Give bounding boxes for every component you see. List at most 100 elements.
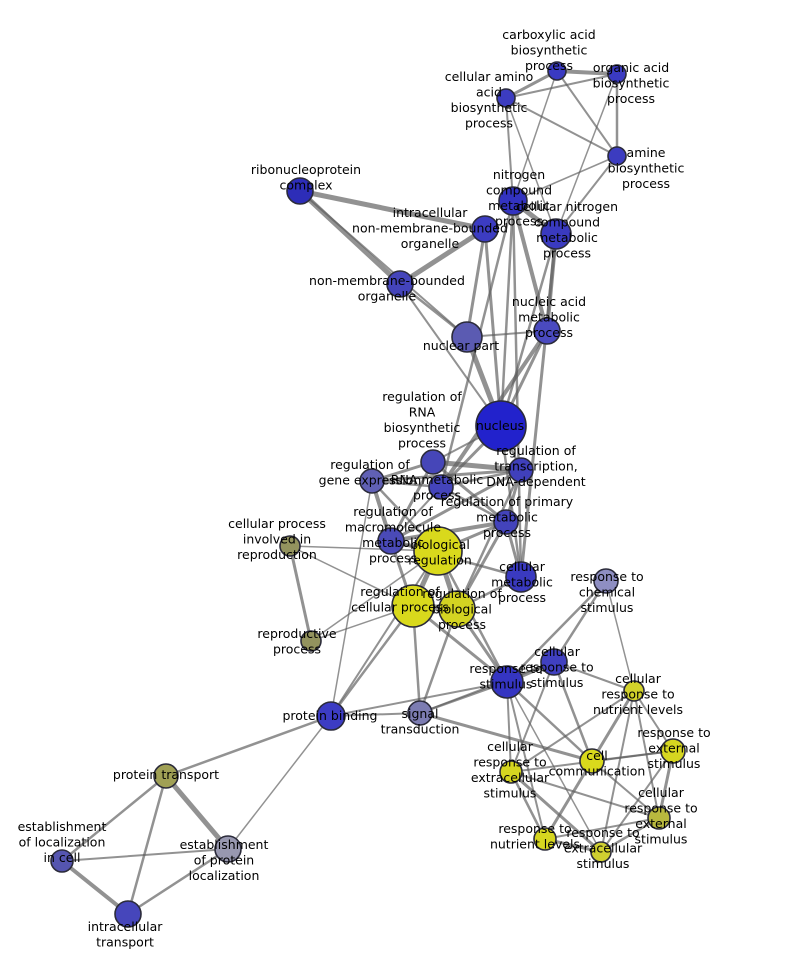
node-cellular-nitrogen-compound-metabolic-process[interactable] — [540, 218, 572, 250]
edge-protein-transport--establishment-of-protein-localization[interactable] — [163, 773, 231, 852]
node-reproductive-process[interactable] — [300, 630, 322, 652]
edge-response-to-extracellular-stimulus--cellular-response-to-extracellular-stimulus[interactable] — [509, 770, 603, 854]
edge-establishment-of-localization-in-cell--intracellular-transport[interactable] — [60, 859, 130, 916]
node-intracellular-transport[interactable] — [114, 900, 142, 928]
node-establishment-of-protein-localization[interactable] — [214, 835, 242, 863]
node-regulation-of-primary-metabolic-process[interactable] — [493, 509, 519, 535]
edge-response-to-stimulus--cell-communication[interactable] — [505, 680, 594, 763]
node-intracellular-non-membrane-bounded-organelle[interactable] — [471, 215, 499, 243]
edge-protein-binding--establishment-of-protein-localization[interactable] — [227, 715, 332, 850]
node-cellular-process-involved-in-reproduction[interactable] — [279, 535, 301, 557]
edge-amine-biosynthetic-process--nitrogen-compound-metabolic-process[interactable] — [512, 155, 618, 202]
edge-cellular-nitrogen-compound-metabolic-process--cellular-metabolic-process[interactable] — [519, 232, 558, 579]
edge-regulation-of-transcription-dna-dependent--regulation-of-biological-process[interactable] — [455, 468, 523, 611]
node-response-to-external-stimulus[interactable] — [660, 738, 686, 764]
node-cellular-response-to-stimulus[interactable] — [540, 648, 568, 676]
edge-cellular-nitrogen-compound-metabolic-process--nucleus[interactable] — [499, 232, 558, 428]
edge-non-membrane-bounded-organelle--nucleus[interactable] — [399, 283, 502, 427]
edge-organic-acid-biosynthetic-process--cellular-amino-acid-biosynthetic-process[interactable] — [505, 73, 618, 99]
node-protein-transport[interactable] — [153, 763, 179, 789]
node-regulation-of-rna-biosynthetic-process[interactable] — [420, 449, 446, 475]
edge-cellular-response-to-nutrient-levels--response-to-extracellular-stimulus[interactable] — [600, 690, 635, 853]
node-rna-metabolic-process[interactable] — [428, 474, 454, 500]
edge-regulation-of-rna-biosynthetic-process--regulation-of-macromolecule-metabolic-process[interactable] — [389, 460, 435, 543]
node-response-to-stimulus[interactable] — [490, 665, 524, 699]
edge-cellular-response-to-stimulus--cell-communication[interactable] — [552, 660, 594, 763]
edge-cellular-process-involved-in-reproduction--reproductive-process[interactable] — [288, 544, 313, 643]
edge-cellular-response-to-stimulus--cellular-response-to-extracellular-stimulus[interactable] — [510, 661, 555, 773]
node-signal-transduction[interactable] — [407, 700, 433, 726]
edge-response-to-chemical-stimulus--cellular-response-to-nutrient-levels[interactable] — [605, 580, 635, 692]
edge-response-to-nutrient-levels--cellular-response-to-extracellular-stimulus[interactable] — [509, 770, 547, 841]
edge-regulation-of-transcription-dna-dependent--regulation-of-macromolecule-metabolic-process[interactable] — [389, 468, 523, 543]
edge-cellular-amino-acid-biosynthetic-process--cellular-nitrogen-compound-metabolic-process[interactable] — [505, 97, 557, 235]
edge-protein-transport--establishment-of-localization-in-cell[interactable] — [60, 774, 168, 863]
node-cellular-response-to-external-stimulus[interactable] — [647, 806, 671, 830]
edge-cell-communication--response-to-external-stimulus[interactable] — [591, 750, 674, 762]
edge-cellular-process-involved-in-reproduction--regulation-of-cellular-process[interactable] — [289, 545, 414, 607]
node-establishment-of-localization-in-cell[interactable] — [50, 849, 74, 873]
edge-cellular-response-to-nutrient-levels--cellular-response-to-extracellular-stimulus[interactable] — [510, 690, 635, 773]
edge-ribonucleoprotein-complex--intracellular-non-membrane-bounded-organelle[interactable] — [297, 188, 488, 232]
edge-cell-communication--cellular-response-to-external-stimulus[interactable] — [591, 760, 660, 819]
edge-amine-biosynthetic-process--cellular-nitrogen-compound-metabolic-process[interactable] — [555, 155, 618, 235]
edge-organic-acid-biosynthetic-process--cellular-nitrogen-compound-metabolic-process[interactable] — [555, 73, 618, 235]
edge-protein-binding--response-to-stimulus[interactable] — [330, 681, 508, 717]
edge-protein-binding--signal-transduction[interactable] — [330, 712, 421, 717]
edge-response-to-stimulus--response-to-extracellular-stimulus[interactable] — [506, 681, 602, 853]
edge-reproductive-process--biological-regulation[interactable] — [310, 550, 439, 642]
node-non-membrane-bounded-organelle[interactable] — [386, 270, 414, 298]
edge-response-to-stimulus--response-to-chemical-stimulus[interactable] — [505, 579, 608, 684]
edge-protein-binding--regulation-of-cellular-process[interactable] — [329, 604, 415, 718]
edge-ribonucleoprotein-complex--nuclear-part[interactable] — [299, 190, 468, 338]
edge-carboxylic-acid-biosynthetic-process--nitrogen-compound-metabolic-process[interactable] — [512, 70, 558, 202]
node-response-to-nutrient-levels[interactable] — [533, 827, 557, 851]
edge-intracellular-non-membrane-bounded-organelle--non-membrane-bounded-organelle[interactable] — [397, 226, 488, 287]
edge-cellular-amino-acid-biosynthetic-process--amine-biosynthetic-process[interactable] — [505, 97, 618, 157]
edge-nitrogen-compound-metabolic-process--nucleic-acid-metabolic-process[interactable] — [511, 199, 549, 333]
edge-intracellular-non-membrane-bounded-organelle--nucleus[interactable] — [483, 227, 503, 428]
edge-nitrogen-compound-metabolic-process--cellular-metabolic-process[interactable] — [511, 199, 523, 579]
edge-signal-transduction--cell-communication[interactable] — [418, 711, 594, 763]
node-carboxylic-acid-biosynthetic-process[interactable] — [547, 61, 567, 81]
node-nitrogen-compound-metabolic-process[interactable] — [498, 186, 528, 216]
node-cellular-response-to-nutrient-levels[interactable] — [623, 680, 645, 702]
node-cellular-response-to-extracellular-stimulus[interactable] — [499, 760, 523, 784]
edge-response-to-stimulus--response-to-nutrient-levels[interactable] — [506, 681, 546, 840]
edge-response-to-nutrient-levels--cellular-response-to-external-stimulus[interactable] — [544, 817, 660, 840]
edge-nitrogen-compound-metabolic-process--nucleus[interactable] — [499, 199, 515, 428]
node-cell-communication[interactable] — [579, 748, 605, 774]
node-regulation-of-gene-expression[interactable] — [359, 468, 385, 494]
edge-cellular-response-to-external-stimulus--cellular-response-to-extracellular-stimulus[interactable] — [510, 771, 660, 819]
node-nuclear-part[interactable] — [451, 321, 483, 353]
node-protein-binding[interactable] — [316, 701, 346, 731]
edge-protein-binding--regulation-of-gene-expression[interactable] — [330, 480, 373, 717]
edge-regulation-of-rna-biosynthetic-process--regulation-of-primary-metabolic-process[interactable] — [431, 460, 508, 524]
edge-protein-transport--intracellular-transport[interactable] — [126, 774, 168, 916]
edge-carboxylic-acid-biosynthetic-process--organic-acid-biosynthetic-process[interactable] — [555, 69, 619, 76]
edge-signal-transduction--cellular-response-to-stimulus[interactable] — [419, 661, 555, 714]
node-cellular-metabolic-process[interactable] — [505, 561, 537, 593]
node-response-to-chemical-stimulus[interactable] — [593, 568, 619, 594]
edge-cellular-response-to-stimulus--response-to-chemical-stimulus[interactable] — [552, 579, 608, 664]
node-response-to-extracellular-stimulus[interactable] — [590, 841, 612, 863]
edge-response-to-external-stimulus--response-to-extracellular-stimulus[interactable] — [600, 750, 674, 853]
node-regulation-of-cellular-process[interactable] — [391, 584, 435, 628]
node-regulation-of-biological-process[interactable] — [438, 590, 476, 628]
edge-cellular-response-to-stimulus--cellular-response-to-nutrient-levels[interactable] — [553, 661, 635, 692]
edge-establishment-of-protein-localization--intracellular-transport[interactable] — [126, 847, 230, 916]
node-organic-acid-biosynthetic-process[interactable] — [607, 64, 627, 84]
edge-intracellular-non-membrane-bounded-organelle--nuclear-part[interactable] — [465, 227, 487, 339]
edge-protein-binding--protein-transport[interactable] — [164, 714, 333, 778]
node-regulation-of-transcription-dna-dependent[interactable] — [508, 457, 534, 483]
node-nucleus[interactable] — [475, 400, 527, 452]
node-cellular-amino-acid-biosynthetic-process[interactable] — [496, 88, 516, 108]
node-ribonucleoprotein-complex[interactable] — [286, 177, 314, 205]
node-nucleic-acid-metabolic-process[interactable] — [533, 317, 561, 345]
node-regulation-of-macromolecule-metabolic-process[interactable] — [377, 527, 405, 555]
node-amine-biosynthetic-process[interactable] — [607, 146, 627, 166]
edge-establishment-of-localization-in-cell--establishment-of-protein-localization[interactable] — [61, 848, 229, 862]
edge-cellular-amino-acid-biosynthetic-process--nitrogen-compound-metabolic-process[interactable] — [505, 97, 514, 202]
node-biological-regulation[interactable] — [413, 526, 463, 576]
